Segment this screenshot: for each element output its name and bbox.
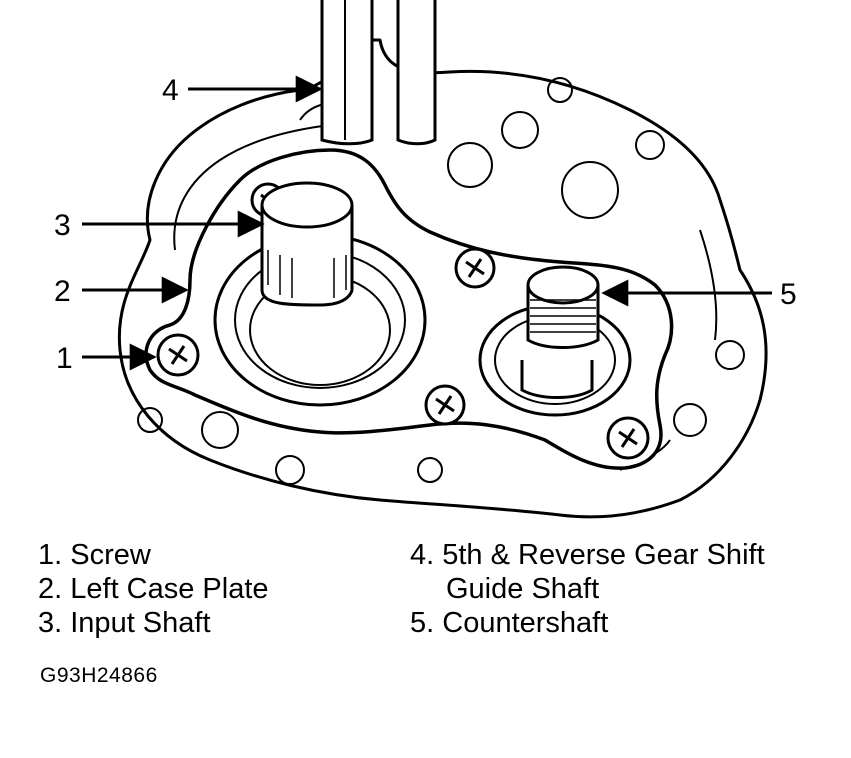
- callout-2: 2: [54, 275, 71, 308]
- legend-label: Screw: [70, 539, 151, 571]
- legend-left: 1. Screw 2. Left Case Plate 3. Input Sha…: [38, 538, 269, 640]
- callout-5: 5: [780, 278, 797, 311]
- input-shaft: [213, 181, 427, 407]
- legend-num: 1.: [38, 539, 63, 571]
- callout-1: 1: [56, 342, 73, 375]
- legend-label: Guide Shaft: [446, 573, 600, 605]
- legend-label: 5th & Reverse Gear Shift: [442, 539, 765, 571]
- legend-num: 4.: [410, 539, 435, 571]
- legend-item-4: 4. 5th & Reverse Gear Shift: [410, 538, 765, 572]
- legend-num: 3.: [38, 607, 63, 639]
- screw: [606, 416, 650, 460]
- countershaft: [478, 265, 632, 417]
- figure-id: G93H24866: [40, 664, 158, 687]
- legend-item-2: 2. Left Case Plate: [38, 572, 269, 606]
- legend-item-3: 3. Input Shaft: [38, 606, 269, 640]
- legend-label: Countershaft: [442, 607, 609, 639]
- transmission-diagram: 1 2 3 4 5: [54, 0, 797, 519]
- legend-num: 2.: [38, 573, 63, 605]
- legend-right: 4. 5th & Reverse Gear Shift Guide Shaft …: [410, 538, 765, 640]
- legend-item-1: 1. Screw: [38, 538, 269, 572]
- callout-4: 4: [162, 74, 179, 107]
- legend-item-4-continued: Guide Shaft: [410, 572, 765, 606]
- legend-label: Left Case Plate: [70, 573, 269, 605]
- screw: [454, 247, 496, 289]
- callout-3: 3: [54, 209, 71, 242]
- legend-item-5: 5. Countershaft: [410, 606, 765, 640]
- screw: [156, 333, 200, 377]
- guide-shaft: [320, 0, 437, 146]
- legend-num: 5.: [410, 607, 435, 639]
- callout-leaders: [82, 75, 772, 371]
- legend-label: Input Shaft: [70, 607, 211, 639]
- screw: [424, 384, 466, 426]
